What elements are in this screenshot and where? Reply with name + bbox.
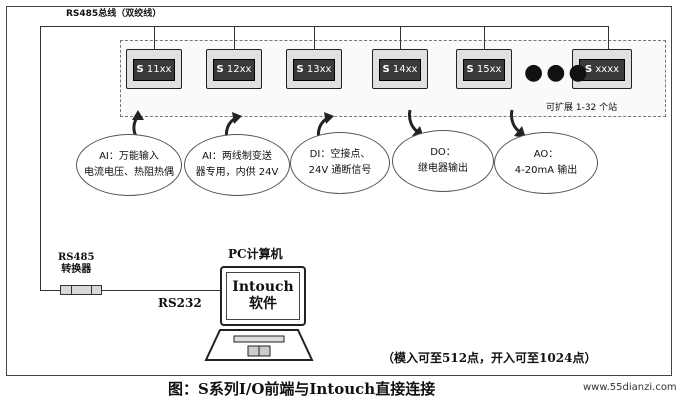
signal-line: AI：两线制变送	[202, 151, 272, 162]
bus-label: RS485总线（双绞线）	[66, 9, 162, 19]
expand-note: 可扩展 1-32 个站	[546, 103, 618, 113]
signal-line: 24V 通断信号	[308, 165, 372, 176]
bus-line-to-converter	[40, 290, 60, 291]
range-note: （模入可至512点，开入可至1024点）	[382, 351, 597, 365]
bus-drop	[608, 26, 609, 49]
more-modules-ellipsis: ●●●	[524, 60, 591, 85]
screen-line1: Intouch	[232, 279, 294, 295]
signal-line: DI：空接点、	[309, 149, 371, 160]
io-module: S 13xx	[286, 49, 342, 89]
bus-drop	[400, 26, 401, 49]
signal-line: AI：万能输入	[99, 151, 159, 162]
io-module: S 12xx	[206, 49, 262, 89]
bus-line-top	[40, 26, 608, 27]
module-code: 14xx	[392, 64, 418, 75]
signal-line: DO：	[430, 147, 456, 158]
converter-label-line1: RS485	[58, 252, 95, 263]
rs232-label: RS232	[158, 296, 202, 310]
module-code: 11xx	[146, 64, 172, 75]
bus-drop	[314, 26, 315, 49]
io-module: S xxxx	[572, 49, 632, 89]
pc-label: PC计算机	[228, 247, 283, 261]
io-module: S 11xx	[126, 49, 182, 89]
bus-drop	[154, 26, 155, 49]
module-display: S xxxx	[579, 59, 625, 81]
pc-screen: Intouch 软件	[226, 272, 300, 320]
signal-line: 4-20mA 输出	[514, 165, 578, 176]
bus-line-left	[40, 26, 41, 290]
rs485-converter	[60, 285, 102, 295]
signal-ai-two-wire: AI：两线制变送 器专用，内供 24V	[184, 134, 290, 196]
module-display: S 12xx	[213, 59, 255, 81]
module-code: 13xx	[306, 64, 332, 75]
module-display: S 11xx	[133, 59, 175, 81]
rs232-line	[102, 290, 220, 291]
module-display: S 15xx	[463, 59, 505, 81]
signal-di: DI：空接点、 24V 通断信号	[290, 132, 390, 194]
module-code: 15xx	[476, 64, 502, 75]
module-code: xxxx	[595, 64, 620, 75]
io-module: S 14xx	[372, 49, 428, 89]
signal-line: AO：	[533, 149, 559, 160]
module-prefix: S	[382, 64, 390, 75]
module-prefix: S	[296, 64, 304, 75]
bus-drop	[234, 26, 235, 49]
module-prefix: S	[136, 64, 144, 75]
pc-monitor: Intouch 软件	[220, 266, 306, 326]
module-prefix: S	[584, 64, 593, 75]
signal-ao: AO： 4-20mA 输出	[494, 132, 598, 194]
module-display: S 14xx	[379, 59, 421, 81]
module-prefix: S	[216, 64, 224, 75]
bus-drop	[484, 26, 485, 49]
watermark: www.55dianzi.com	[583, 382, 677, 393]
module-code: 12xx	[226, 64, 252, 75]
signal-do: DO： 继电器输出	[392, 130, 494, 192]
signal-line: 器专用，内供 24V	[195, 167, 279, 178]
io-module: S 15xx	[456, 49, 512, 89]
figure-caption: 图：S系列I/O前端与Intouch直接连接	[168, 380, 436, 398]
converter-label: RS485 转换器	[58, 252, 94, 276]
laptop-base-icon	[204, 329, 314, 361]
converter-label-line2: 转换器	[61, 264, 92, 275]
signal-line: 继电器输出	[418, 163, 468, 174]
outer-frame	[6, 6, 672, 376]
screen-line2: 软件	[249, 296, 277, 312]
module-prefix: S	[466, 64, 474, 75]
signal-line: 电流电压、热阻热偶	[84, 167, 174, 178]
module-display: S 13xx	[293, 59, 335, 81]
signal-ai-universal: AI：万能输入 电流电压、热阻热偶	[76, 134, 182, 196]
